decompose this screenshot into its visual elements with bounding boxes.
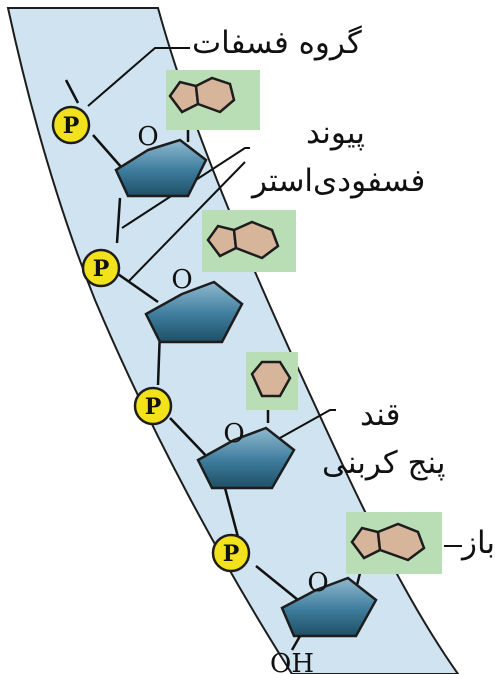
base-label: باز — [462, 525, 496, 561]
ring-oxygen: O — [171, 265, 192, 295]
pentose-sugar-label-line2: پنج کربنی — [322, 445, 446, 481]
hydroxyl-label: OH — [270, 649, 314, 674]
sugar-1: O — [114, 122, 208, 198]
sugar-4: O — [280, 568, 378, 638]
phosphate-letter: P — [145, 394, 162, 420]
base-2-purine — [202, 210, 296, 272]
sugar-2: O — [144, 265, 244, 344]
phosphate-letter: P — [63, 113, 80, 139]
sugar-3: O — [196, 419, 296, 490]
ring-oxygen: O — [223, 419, 244, 449]
phosphodiester-bond-label-line1: پیوند — [306, 115, 365, 151]
phosphate-group-2: P — [81, 248, 121, 288]
hydroxyl-bond — [290, 635, 302, 651]
phosphate-group-3: P — [133, 386, 173, 426]
base-3-pyrimidine — [246, 352, 298, 410]
phosphate-group-label: گروه فسفات — [192, 25, 362, 61]
pentose-sugar-label-line1: قند — [360, 397, 401, 433]
phosphodiester-bond-label-line2: فسفودی‌استر — [252, 163, 426, 199]
phosphate-group-1: P — [51, 105, 91, 145]
base-4-purine — [346, 512, 442, 574]
phosphate-group-4: P — [211, 533, 251, 573]
ring-oxygen: O — [137, 122, 158, 152]
leader-lines — [87, 47, 462, 547]
phosphate-letter: P — [223, 541, 240, 567]
phosphate-letter: P — [93, 256, 110, 282]
base-1-purine — [166, 70, 260, 130]
ring-oxygen: O — [307, 568, 328, 598]
